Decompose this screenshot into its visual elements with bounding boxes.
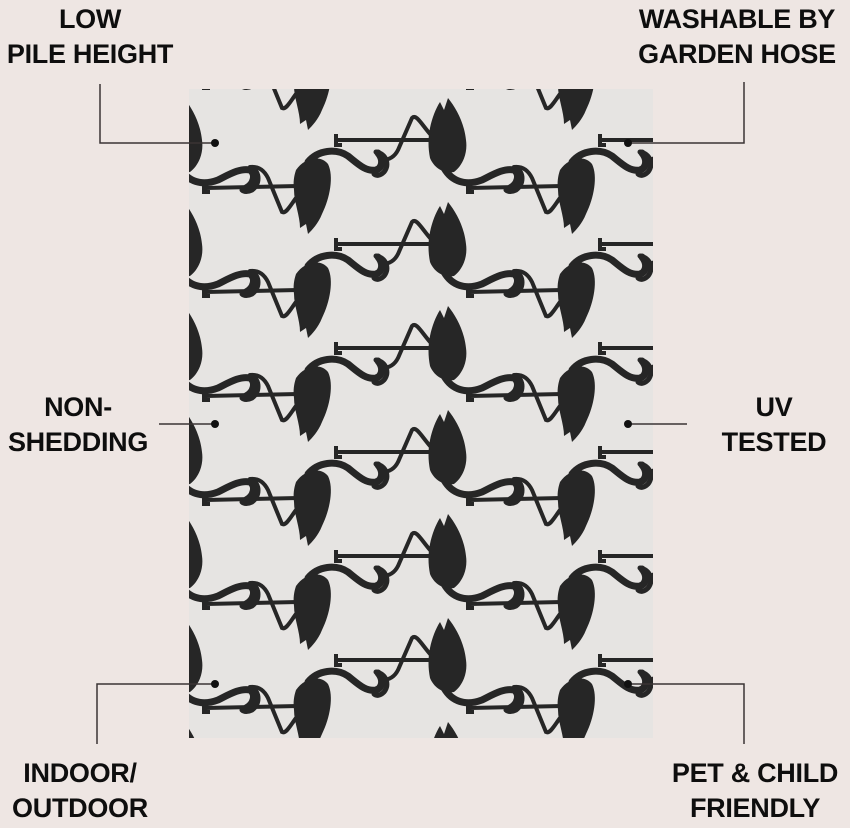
feature-label-line: TESTED: [721, 427, 827, 457]
feature-label-line: FRIENDLY: [689, 793, 821, 823]
feature-label-indoor-outdoor: INDOOR/ OUTDOOR: [6, 756, 154, 826]
feature-label-line: LOW: [58, 4, 122, 34]
rug-image: [189, 89, 653, 738]
feature-label-pet-child-friendly: PET & CHILD FRIENDLY: [664, 756, 846, 826]
feature-label-line: PET & CHILD: [671, 758, 839, 788]
feature-label-non-shedding: NON- SHEDDING: [0, 390, 156, 460]
feature-label-line: PILE HEIGHT: [6, 39, 174, 69]
feature-label-line: OUTDOOR: [12, 793, 148, 823]
feature-label-line: SHEDDING: [7, 427, 149, 457]
feature-label-uv-tested: UV TESTED: [712, 390, 836, 460]
feature-label-washable-by-garden-hose: WASHABLE BY GARDEN HOSE: [628, 2, 846, 72]
feature-label-line: INDOOR/: [23, 758, 137, 788]
feature-label-line: UV: [755, 392, 793, 422]
feature-label-line: GARDEN HOSE: [638, 39, 836, 69]
feature-label-line: WASHABLE BY: [638, 4, 836, 34]
feature-label-line: NON-: [44, 392, 112, 422]
flamingo-pattern: [189, 89, 653, 738]
feature-label-low-pile-height: LOW PILE HEIGHT: [0, 2, 180, 72]
